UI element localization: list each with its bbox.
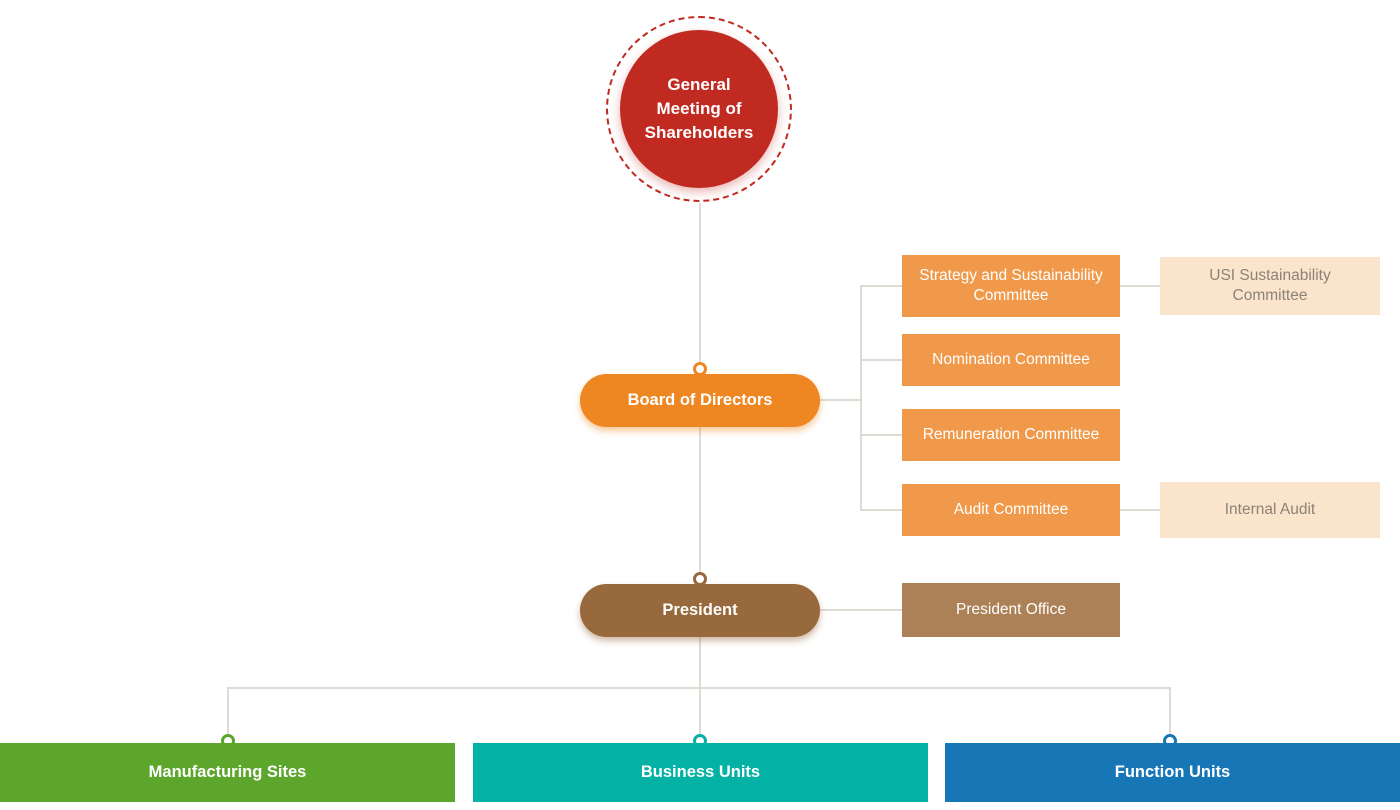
connector-president-office xyxy=(820,609,902,611)
connector-committee-spine xyxy=(860,285,862,511)
connector-committee-stub-1 xyxy=(860,285,902,287)
node-internal-audit: Internal Audit xyxy=(1160,482,1380,538)
node-label: Nomination Committee xyxy=(932,350,1090,368)
node-general-meeting-of-shareholders: General Meeting of Shareholders xyxy=(620,30,778,188)
node-remuneration-committee: Remuneration Committee xyxy=(902,409,1120,461)
node-label: USI Sustainability Committee xyxy=(1209,266,1331,304)
node-label: Manufacturing Sites xyxy=(148,763,307,781)
node-label: President xyxy=(662,601,738,619)
node-business-units: Business Units xyxy=(473,743,928,802)
node-audit-committee: Audit Committee xyxy=(902,484,1120,536)
node-label: Board of Directors xyxy=(627,391,773,409)
node-label: Remuneration Committee xyxy=(922,425,1100,443)
node-label: President Office xyxy=(956,600,1066,618)
node-label: Business Units xyxy=(640,763,761,781)
connector-committee-stub-2 xyxy=(860,359,902,361)
connector-drop-right xyxy=(1169,687,1171,743)
general-meeting-dashed-ring xyxy=(606,16,792,202)
node-function-units: Function Units xyxy=(945,743,1400,802)
node-label: Function Units xyxy=(1114,763,1231,781)
node-label: General Meeting of Shareholders xyxy=(644,75,754,142)
node-president: President xyxy=(580,584,820,637)
node-usi-sustainability-committee: USI Sustainability Committee xyxy=(1160,257,1380,315)
node-label: Strategy and Sustainability Committee xyxy=(919,266,1103,304)
node-nomination-committee: Nomination Committee xyxy=(902,334,1120,386)
node-strategy-sustainability-committee: Strategy and Sustainability Committee xyxy=(902,255,1120,317)
connector-bottom-horizontal xyxy=(227,687,1171,689)
node-board-of-directors: Board of Directors xyxy=(580,374,820,427)
connector-drop-left xyxy=(227,687,229,743)
connector-committee-stub-4 xyxy=(860,509,902,511)
node-label: Audit Committee xyxy=(953,500,1069,518)
connector-main-spine xyxy=(699,203,701,743)
node-manufacturing-sites: Manufacturing Sites xyxy=(0,743,455,802)
connector-audit-internal xyxy=(1120,509,1160,511)
connector-board-right xyxy=(820,399,862,401)
connector-strategy-usi xyxy=(1120,285,1160,287)
node-president-office: President Office xyxy=(902,583,1120,637)
connector-committee-stub-3 xyxy=(860,434,902,436)
node-label: Internal Audit xyxy=(1224,500,1316,518)
